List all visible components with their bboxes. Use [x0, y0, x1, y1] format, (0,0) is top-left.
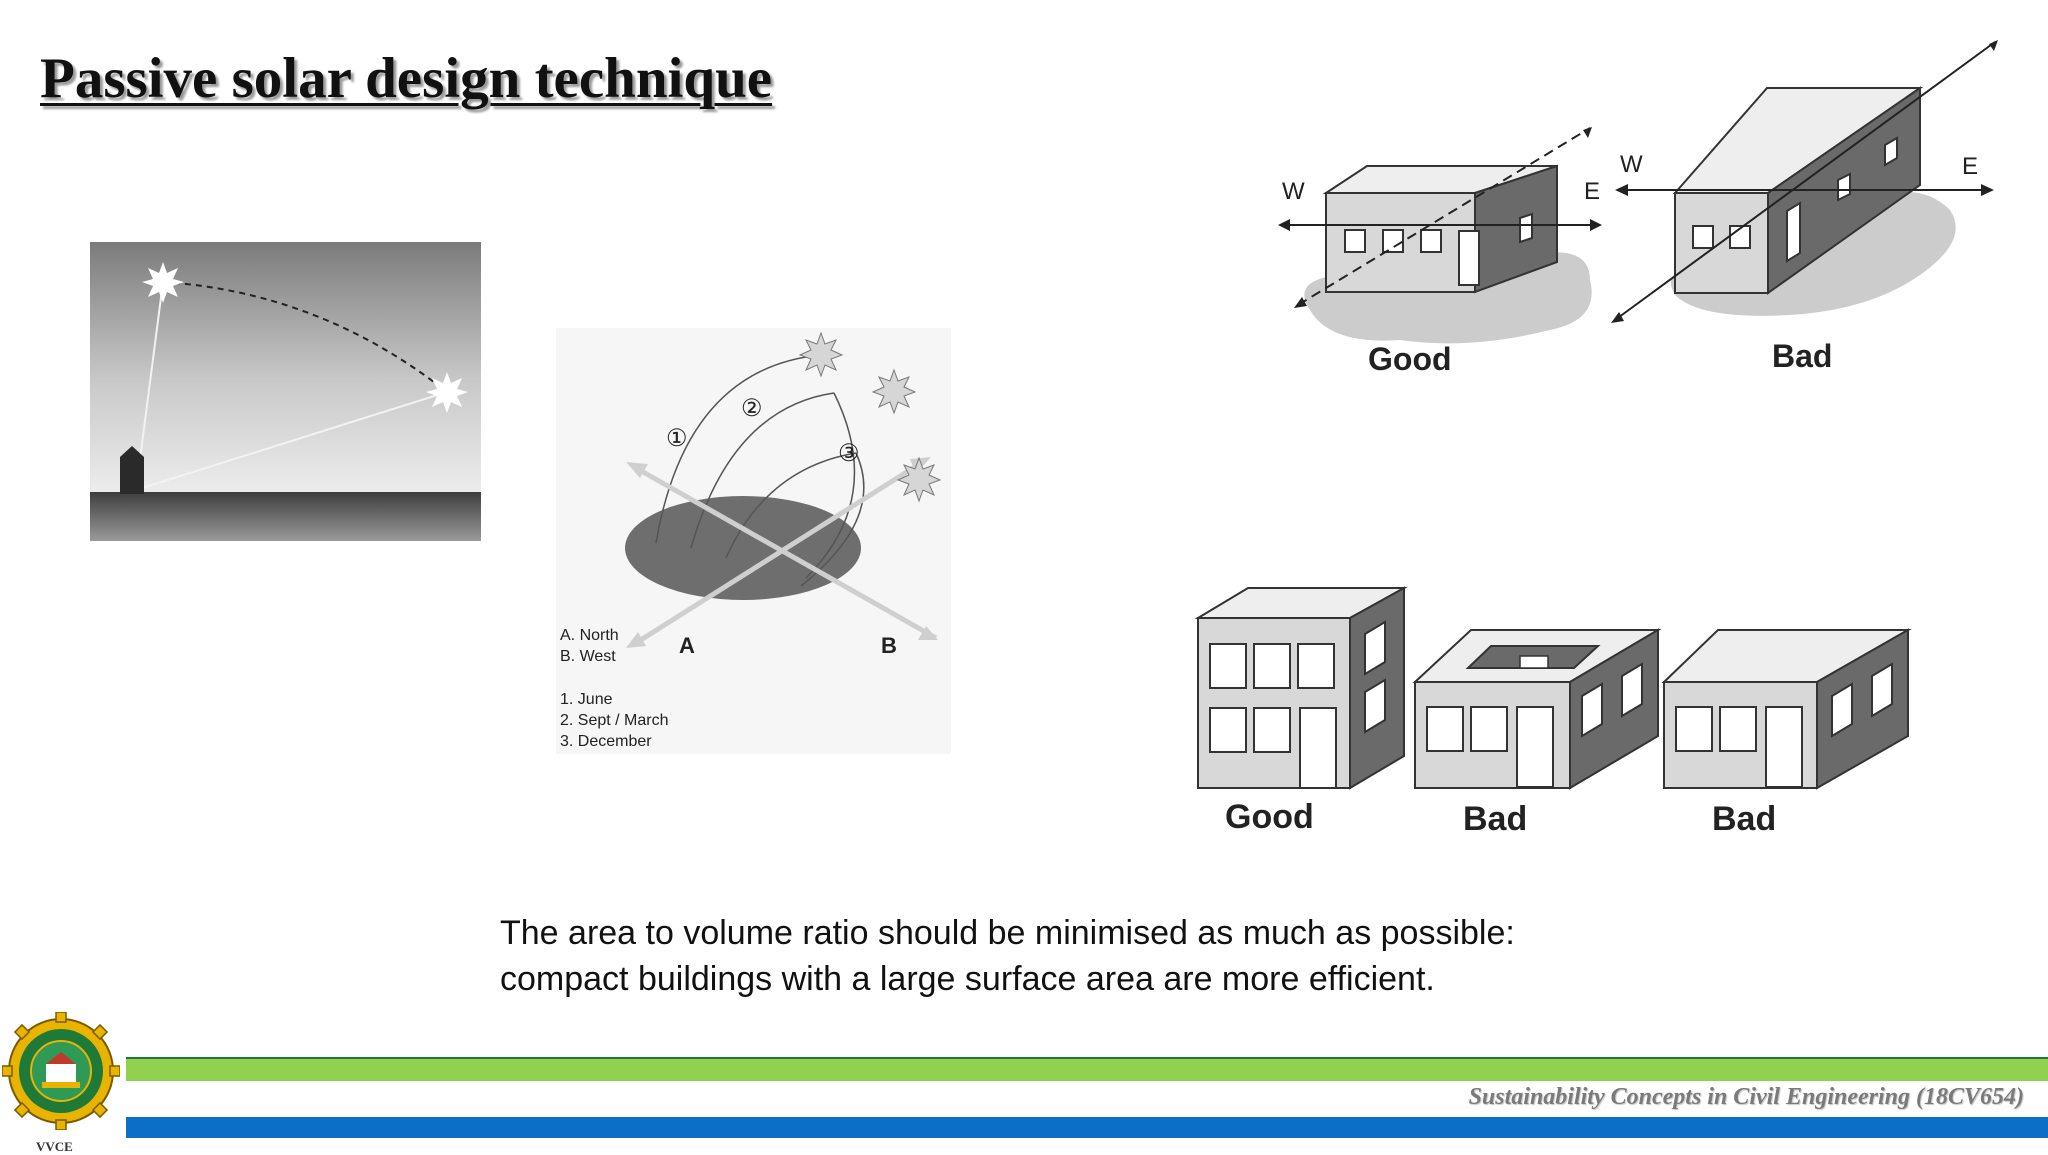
bad-orientation-building: [1611, 40, 1998, 323]
point-a-label: A: [679, 633, 695, 658]
compactness-diagram: Good Bad Bad: [1194, 586, 1912, 838]
footer-green-bar: [126, 1057, 2048, 1081]
label-good-compact: Good: [1225, 798, 1314, 836]
bad-elongated-building: [1661, 628, 1912, 790]
arc-label-2: ②: [741, 395, 763, 422]
legend-march: 2. Sept / March: [560, 712, 669, 729]
sun-path-diagram: ① ② ③ A B A. North B. West 1. June 2. Se…: [556, 328, 951, 754]
caption-line-2: compact buildings with a large surface a…: [500, 960, 1435, 998]
label-good-orientation: Good: [1368, 341, 1452, 377]
label-w-good: W: [1282, 178, 1305, 205]
sun-december-icon: [896, 456, 942, 503]
label-w-bad: W: [1620, 151, 1643, 178]
logo-abbreviation: VVCE: [36, 1139, 73, 1154]
label-bad-elongated: Bad: [1712, 800, 1776, 838]
sun-altitude-image: [90, 242, 481, 541]
sun-march-icon: [871, 368, 917, 415]
point-b-label: B: [881, 633, 897, 658]
legend-december: 3. December: [560, 733, 652, 750]
arc-label-3: ③: [838, 440, 860, 467]
bad-courtyard-building: [1412, 628, 1662, 790]
arrow-a-b: [626, 462, 938, 641]
caption-text: The area to volume ratio should be minim…: [500, 910, 1515, 1002]
sun-june-icon: [798, 331, 844, 378]
caption-line-1: The area to volume ratio should be minim…: [500, 914, 1515, 952]
footer-blue-bar: [126, 1117, 2048, 1138]
arc-label-1: ①: [666, 425, 688, 452]
label-e-good: E: [1584, 178, 1600, 205]
legend-west: B. West: [560, 648, 616, 665]
label-bad-courtyard: Bad: [1463, 800, 1527, 838]
label-e-bad: E: [1962, 153, 1978, 180]
orientation-diagram: W E Good W E Bad: [1278, 40, 1998, 377]
good-compact-building: [1194, 586, 1408, 790]
good-orientation-building: [1278, 127, 1602, 344]
house-silhouette-icon: [120, 446, 144, 494]
slide-title: Passive solar design technique: [40, 47, 773, 110]
college-logo: [2, 1012, 120, 1130]
label-bad-orientation: Bad: [1772, 338, 1832, 374]
sun-high-icon: [142, 262, 184, 303]
sun-low-icon: [426, 372, 468, 413]
legend-june: 1. June: [560, 691, 613, 708]
legend-north: A. North: [560, 627, 619, 644]
footer-course-title: Sustainability Concepts in Civil Enginee…: [1468, 1084, 2024, 1110]
